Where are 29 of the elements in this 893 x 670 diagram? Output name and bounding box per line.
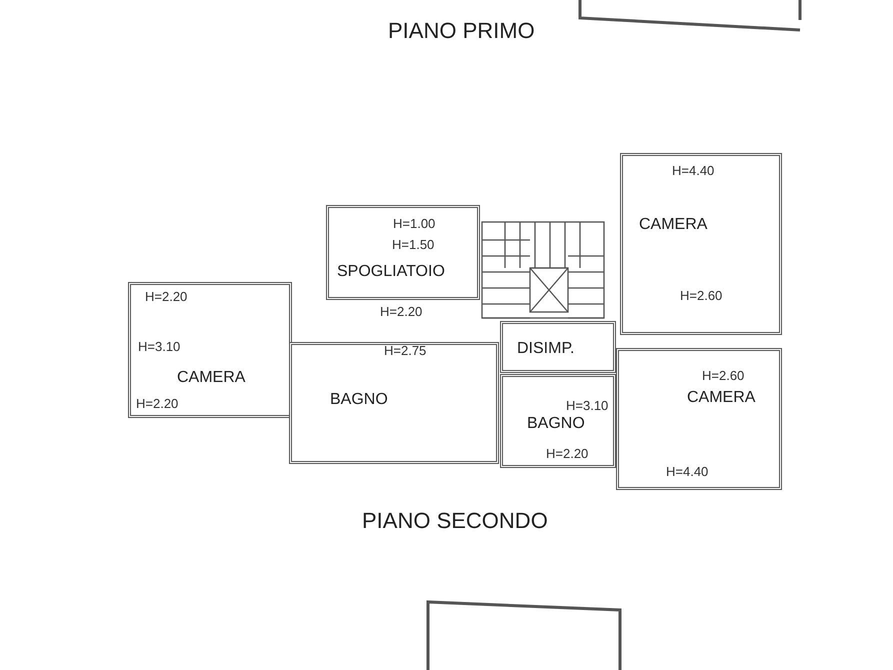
room-name: CAMERA xyxy=(687,389,756,407)
height-label: H=1.00 xyxy=(393,216,436,231)
room-name: DISIMP. xyxy=(517,340,574,358)
room-outline xyxy=(500,374,616,468)
height-label: H=2.75 xyxy=(384,343,426,358)
room-outline xyxy=(620,153,782,335)
floor-title: PIANO SECONDO xyxy=(362,508,548,534)
height-label: H=2.20 xyxy=(145,289,188,304)
height-label: H=1.50 xyxy=(392,237,434,252)
height-label: H=2.20 xyxy=(136,396,178,411)
room-name: SPOGLIATOIO xyxy=(337,263,445,281)
height-label: H=3.10 xyxy=(566,398,608,413)
room-outline xyxy=(616,348,782,490)
room-name: BAGNO xyxy=(330,391,388,409)
height-label: H=2.20 xyxy=(380,304,422,319)
height-label: H=2.60 xyxy=(702,368,744,383)
height-label: H=2.60 xyxy=(680,288,722,303)
height-label: H=2.20 xyxy=(546,446,588,461)
room-outline xyxy=(500,321,616,373)
height-label: H=4.40 xyxy=(672,163,714,178)
room-outline xyxy=(289,342,499,464)
room-outline xyxy=(326,205,480,300)
room-outline xyxy=(128,282,292,418)
room-name: BAGNO xyxy=(527,415,585,433)
floor-title: PIANO PRIMO xyxy=(388,18,535,44)
room-name: CAMERA xyxy=(639,216,708,234)
room-name: CAMERA xyxy=(177,369,246,387)
height-label: H=4.40 xyxy=(666,464,708,479)
height-label: H=3.10 xyxy=(138,339,180,354)
